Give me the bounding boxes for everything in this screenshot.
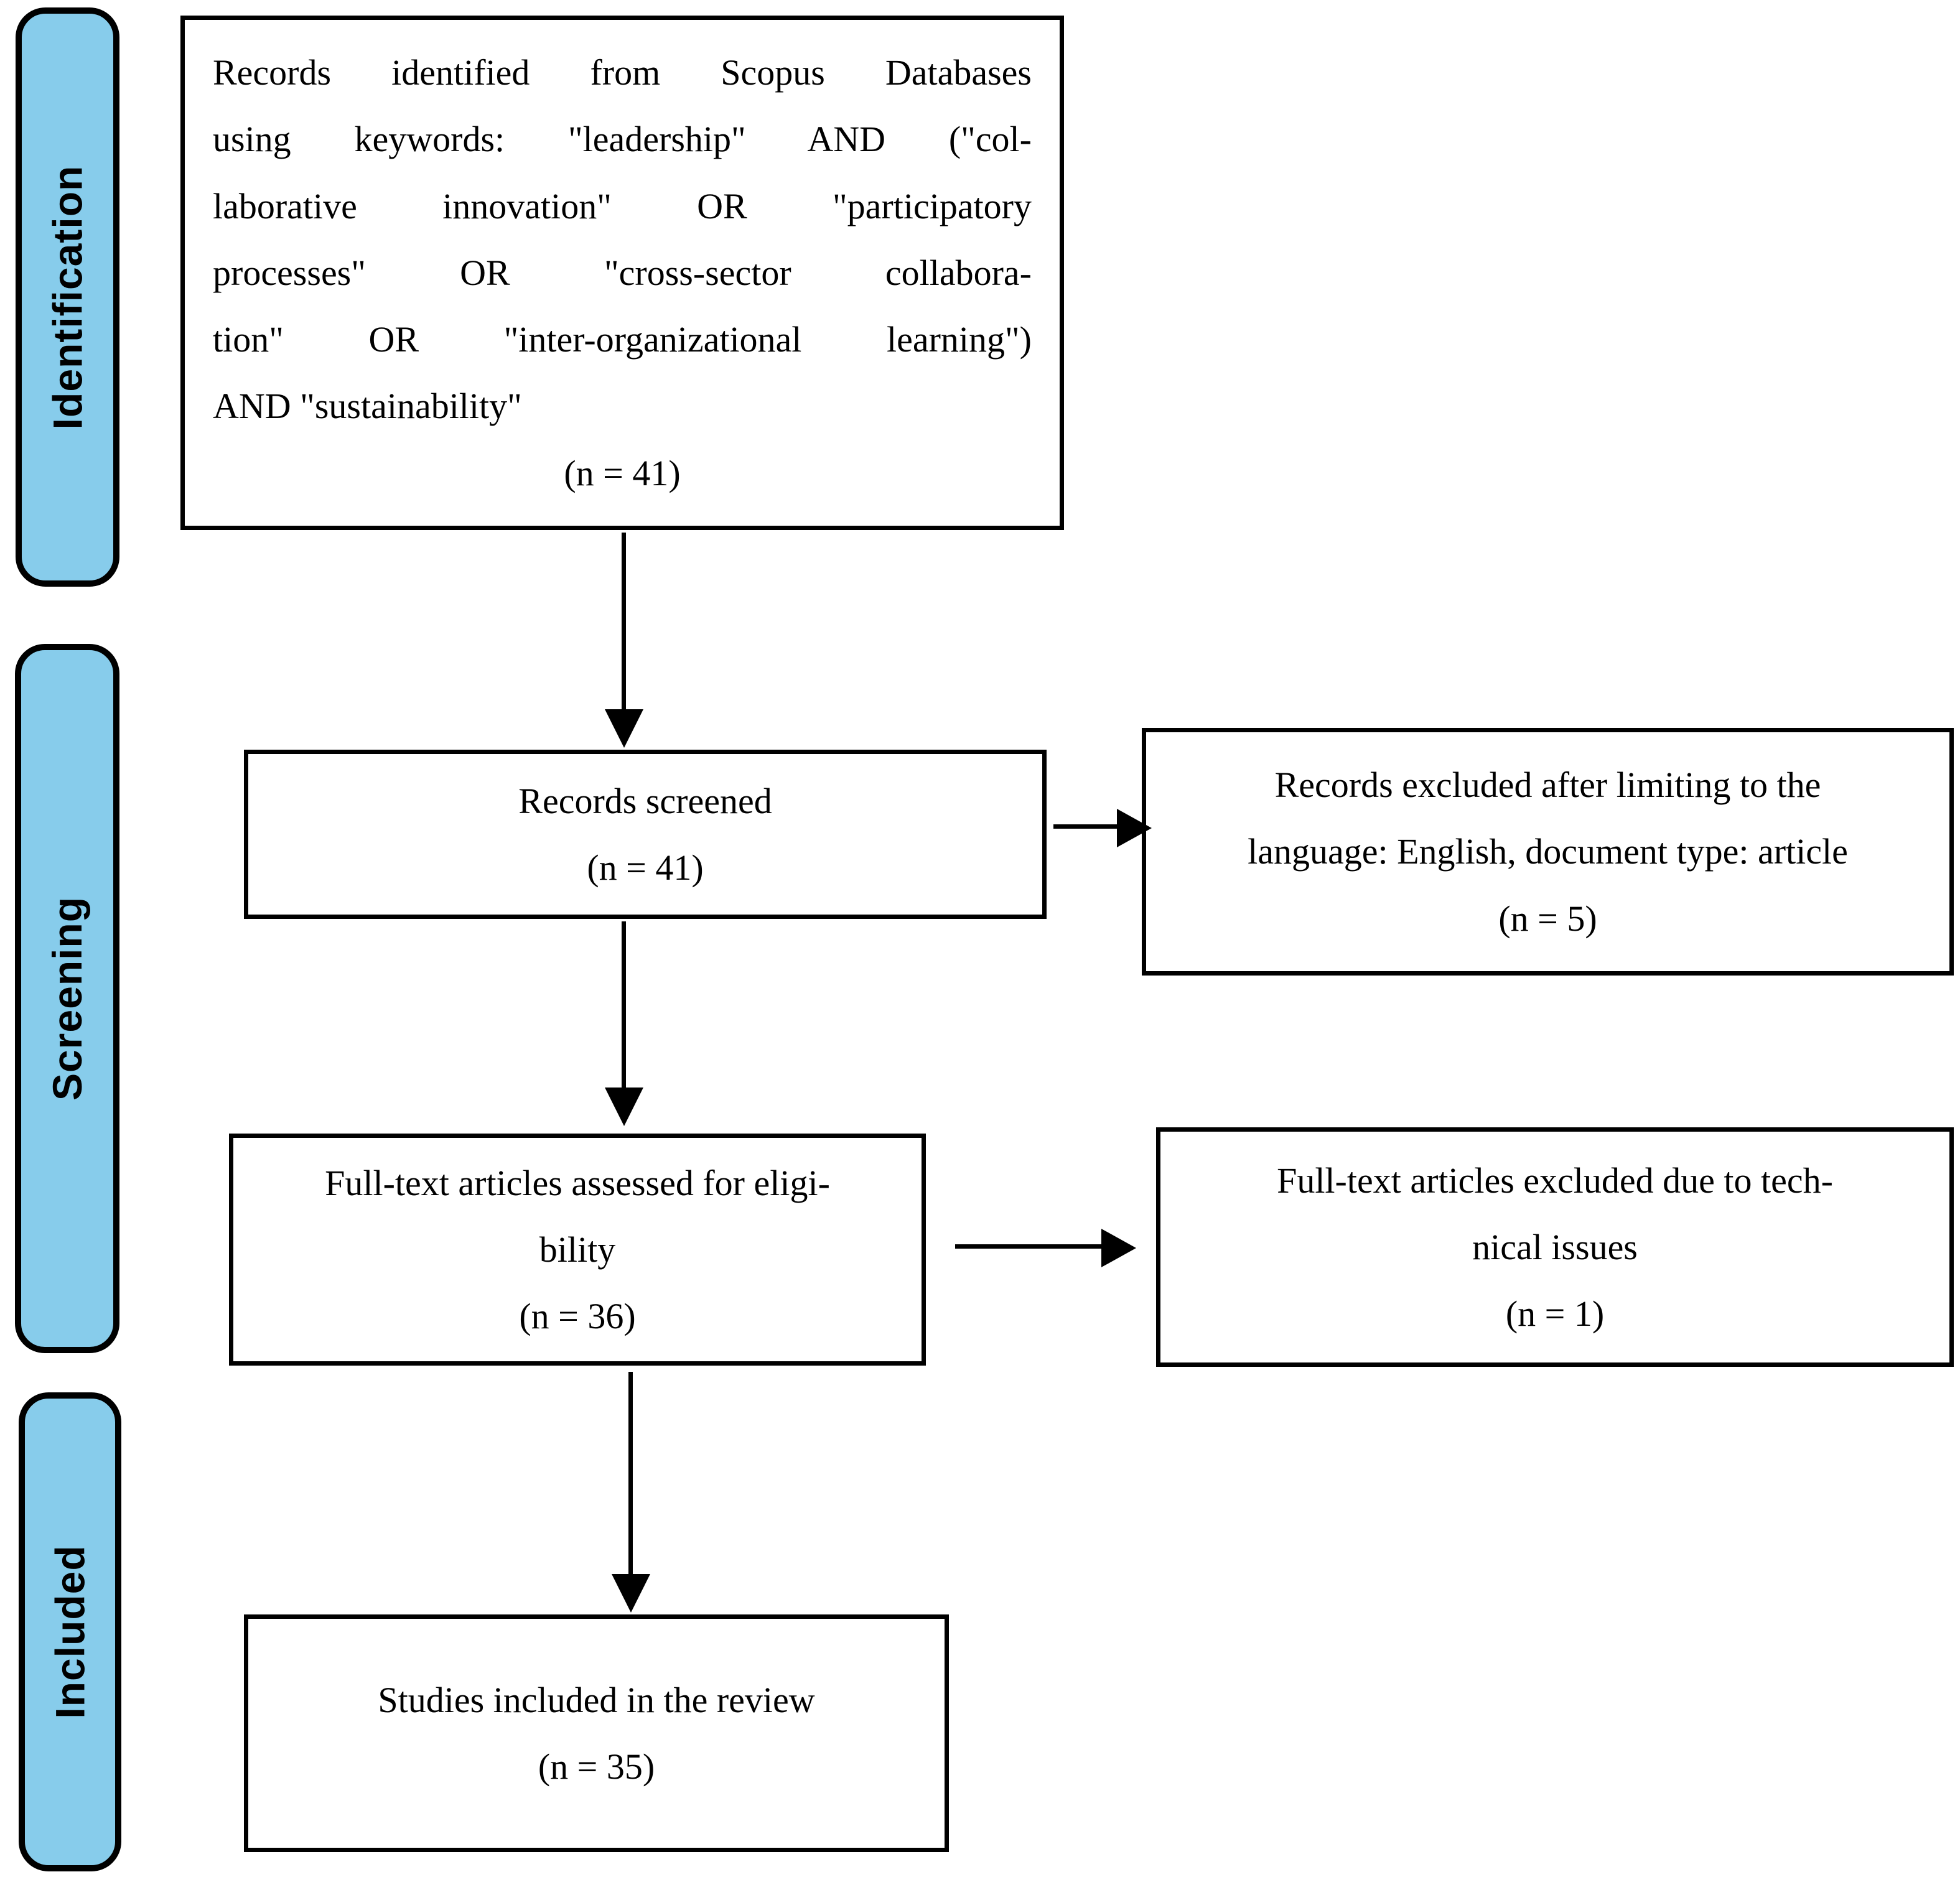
records-screened-text: Records screened	[518, 780, 772, 821]
studies-included-text: Studies included in the review	[378, 1679, 815, 1720]
arrow-screened-to-excluded-head-icon	[1117, 809, 1152, 847]
arrow-identified-to-screened-line	[622, 533, 626, 712]
stage-label-included: Included	[47, 1545, 93, 1719]
arrow-assessed-to-included-head-icon	[612, 1574, 650, 1613]
arrow-assessed-to-included-line	[628, 1372, 633, 1576]
records-screened-count: (n = 41)	[587, 847, 704, 888]
stage-label-identification: Identification	[44, 165, 91, 429]
records-identified-box: Records identified from Scopus Databases…	[180, 16, 1064, 530]
arrow-screened-to-excluded-line	[1053, 824, 1119, 829]
fulltext-assessed-count: (n = 36)	[519, 1296, 636, 1337]
records-excluded-count: (n = 5)	[1498, 898, 1597, 939]
arrow-assessed-to-excluded-line	[955, 1244, 1103, 1249]
records-screened-box: Records screened (n = 41)	[244, 750, 1047, 919]
records-identified-count: (n = 41)	[564, 452, 681, 493]
stage-bar-identification: Identification	[16, 7, 119, 587]
studies-included-box: Studies included in the review (n = 35)	[244, 1614, 949, 1852]
fulltext-assessed-text: Full-text articles assessed for eligi-bi…	[325, 1162, 830, 1270]
studies-included-count: (n = 35)	[538, 1746, 655, 1787]
fulltext-assessed-box: Full-text articles assessed for eligi-bi…	[229, 1134, 926, 1366]
arrow-assessed-to-excluded-head-icon	[1101, 1229, 1136, 1267]
stage-bar-screening: Screening	[15, 644, 119, 1353]
fulltext-excluded-count: (n = 1)	[1505, 1293, 1605, 1334]
fulltext-excluded-box: Full-text articles excluded due to tech-…	[1156, 1127, 1954, 1367]
arrow-screened-to-assessed-line	[622, 921, 626, 1096]
arrow-screened-to-assessed-head-icon	[605, 1088, 643, 1126]
stage-bar-included: Included	[19, 1392, 121, 1871]
arrow-identified-to-screened-head-icon	[605, 709, 643, 748]
records-identified-text: Records identified from Scopus Databases…	[213, 52, 1032, 427]
stage-label-screening: Screening	[44, 896, 91, 1101]
fulltext-excluded-text: Full-text articles excluded due to tech-…	[1277, 1160, 1833, 1267]
